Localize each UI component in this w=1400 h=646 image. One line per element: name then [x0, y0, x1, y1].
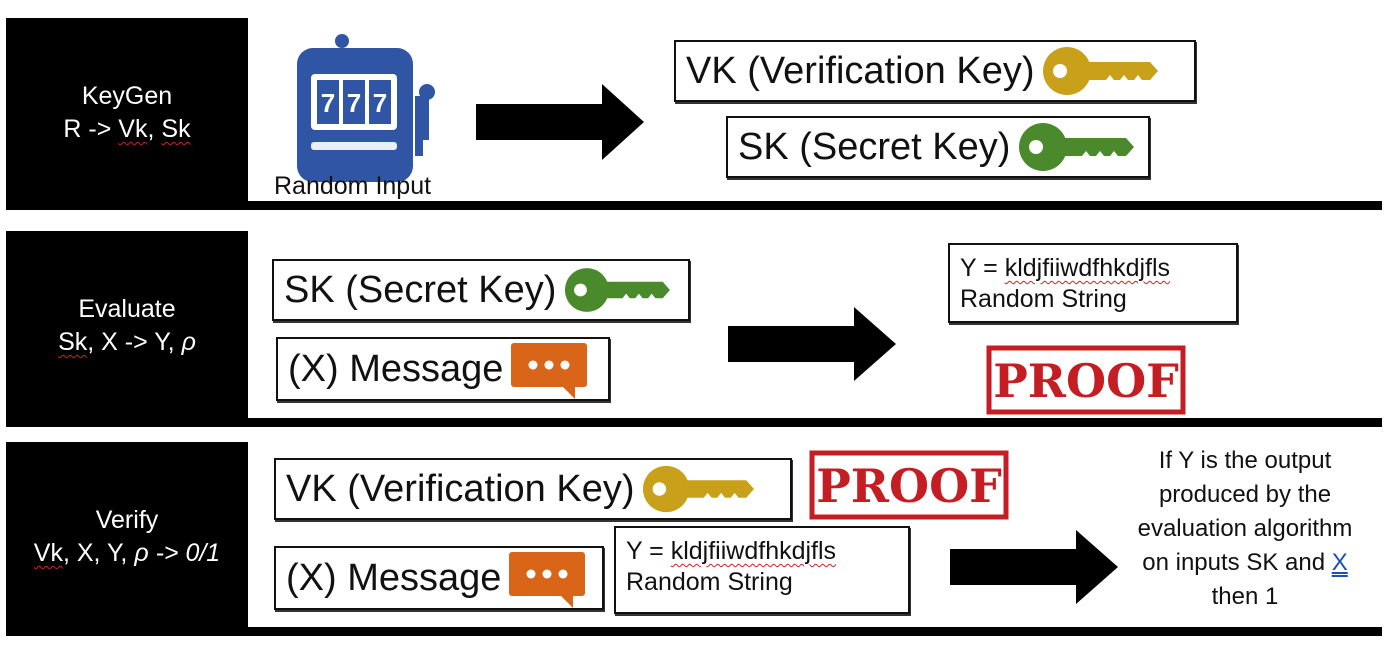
- keygen-sk-box: SK (Secret Key): [726, 116, 1150, 178]
- evaluate-arrow: [728, 307, 896, 381]
- verify-formula-mid: , X, Y,: [62, 539, 135, 567]
- verify-bottom-bar: [6, 627, 1382, 636]
- verify-result-line5: then 1: [1211, 583, 1279, 610]
- proof-stamp: PROOF: [986, 345, 1186, 415]
- verify-result-line4-pre: on inputs SK and: [1142, 549, 1332, 576]
- keygen-formula-r: R ->: [63, 115, 119, 143]
- verify-result-line3: evaluation algorithm: [1137, 515, 1353, 542]
- message-icon: [511, 343, 588, 399]
- evaluate-formula-rho: ρ: [181, 328, 196, 356]
- evaluate-sk-label: SK (Secret Key): [284, 269, 557, 311]
- evaluate-random-string: Random String: [960, 285, 1127, 313]
- evaluate-bottom-bar: [6, 418, 1382, 427]
- evaluate-formula: Sk, X -> Y, ρ: [58, 326, 196, 359]
- verify-result-x-link[interactable]: X: [1331, 549, 1348, 576]
- slot-digit-2: 7: [347, 88, 361, 118]
- verify-panel: Verify Vk, X, Y, ρ -> 0/1 VK (Verificati…: [6, 442, 1382, 638]
- verify-message-label: (X) Message: [286, 557, 502, 599]
- keygen-label-box: KeyGen R -> Vk, Sk: [6, 18, 248, 208]
- evaluate-message-box: (X) Message: [276, 337, 610, 401]
- random-input-label: Random Input: [274, 172, 432, 200]
- message-icon: [509, 552, 586, 608]
- verify-y-prefix: Y =: [626, 537, 671, 565]
- verify-arrow: [950, 530, 1118, 604]
- keygen-formula-vk: Vk: [118, 115, 148, 143]
- verify-y-box: Y = kldjfiiwdfhkdjfls Random String: [614, 526, 910, 614]
- verify-result-line2: produced by the: [1158, 481, 1332, 508]
- verify-formula: Vk, X, Y, ρ -> 0/1: [34, 537, 220, 570]
- evaluate-label-box: Evaluate Sk, X -> Y, ρ: [6, 231, 248, 421]
- green-key-icon: [565, 268, 671, 312]
- slot-machine-icon: 7 7 7: [297, 34, 435, 182]
- verify-random-string: Random String: [626, 568, 793, 596]
- verify-formula-end: -> 0/1: [148, 539, 221, 567]
- verify-y-value: kldjfiiwdfhkdjfls: [670, 537, 837, 565]
- evaluate-message-label: (X) Message: [288, 348, 504, 390]
- keygen-panel: KeyGen R -> Vk, Sk 7 7 7 Random Input VK…: [6, 18, 1382, 212]
- slot-digit-1: 7: [321, 88, 335, 118]
- verify-result-text: If Y is the output produced by the evalu…: [1114, 444, 1376, 614]
- verify-vk-label: VK (Verification Key): [286, 468, 635, 510]
- keygen-formula: R -> Vk, Sk: [63, 113, 190, 146]
- verify-formula-rho: ρ: [134, 539, 149, 567]
- verify-result-line4: on inputs SK and X: [1114, 546, 1376, 580]
- verify-vk-box: VK (Verification Key): [274, 458, 792, 520]
- evaluate-proof-text: PROOF: [993, 354, 1179, 408]
- keygen-formula-sep: ,: [147, 115, 162, 143]
- verify-message-box: (X) Message: [274, 546, 604, 610]
- green-key-icon: [1019, 123, 1135, 171]
- verify-result-line1: If Y is the output: [1158, 447, 1332, 474]
- evaluate-title: Evaluate: [78, 295, 176, 323]
- keygen-sk-label: SK (Secret Key): [738, 126, 1011, 168]
- evaluate-formula-sk: Sk: [58, 328, 88, 356]
- keygen-vk-label: VK (Verification Key): [686, 50, 1035, 92]
- keygen-arrow: [476, 84, 644, 160]
- keygen-formula-sk: Sk: [161, 115, 191, 143]
- evaluate-y-line: Y = kldjfiiwdfhkdjfls: [960, 253, 1236, 284]
- keygen-bottom-bar: [6, 201, 1382, 210]
- gold-key-icon: [1043, 47, 1159, 95]
- evaluate-sk-box: SK (Secret Key): [272, 259, 690, 321]
- verify-label-box: Verify Vk, X, Y, ρ -> 0/1: [6, 442, 248, 632]
- verify-proof-text: PROOF: [816, 459, 1002, 513]
- gold-key-icon: [643, 465, 755, 513]
- evaluate-y-value: kldjfiiwdfhkdjfls: [1004, 254, 1171, 282]
- evaluate-y-prefix: Y =: [960, 254, 1005, 282]
- verify-title: Verify: [95, 506, 159, 534]
- verify-formula-vk: Vk: [33, 539, 63, 567]
- keygen-title: KeyGen: [81, 82, 173, 110]
- keygen-vk-box: VK (Verification Key): [674, 40, 1196, 102]
- evaluate-y-box: Y = kldjfiiwdfhkdjfls Random String: [948, 243, 1238, 323]
- slot-digit-3: 7: [373, 88, 387, 118]
- proof-stamp: PROOF: [809, 450, 1009, 520]
- evaluate-formula-rest: , X -> Y,: [87, 328, 182, 356]
- verify-y-line: Y = kldjfiiwdfhkdjfls: [626, 536, 908, 567]
- evaluate-panel: Evaluate Sk, X -> Y, ρ SK (Secret Key) (…: [6, 231, 1382, 427]
